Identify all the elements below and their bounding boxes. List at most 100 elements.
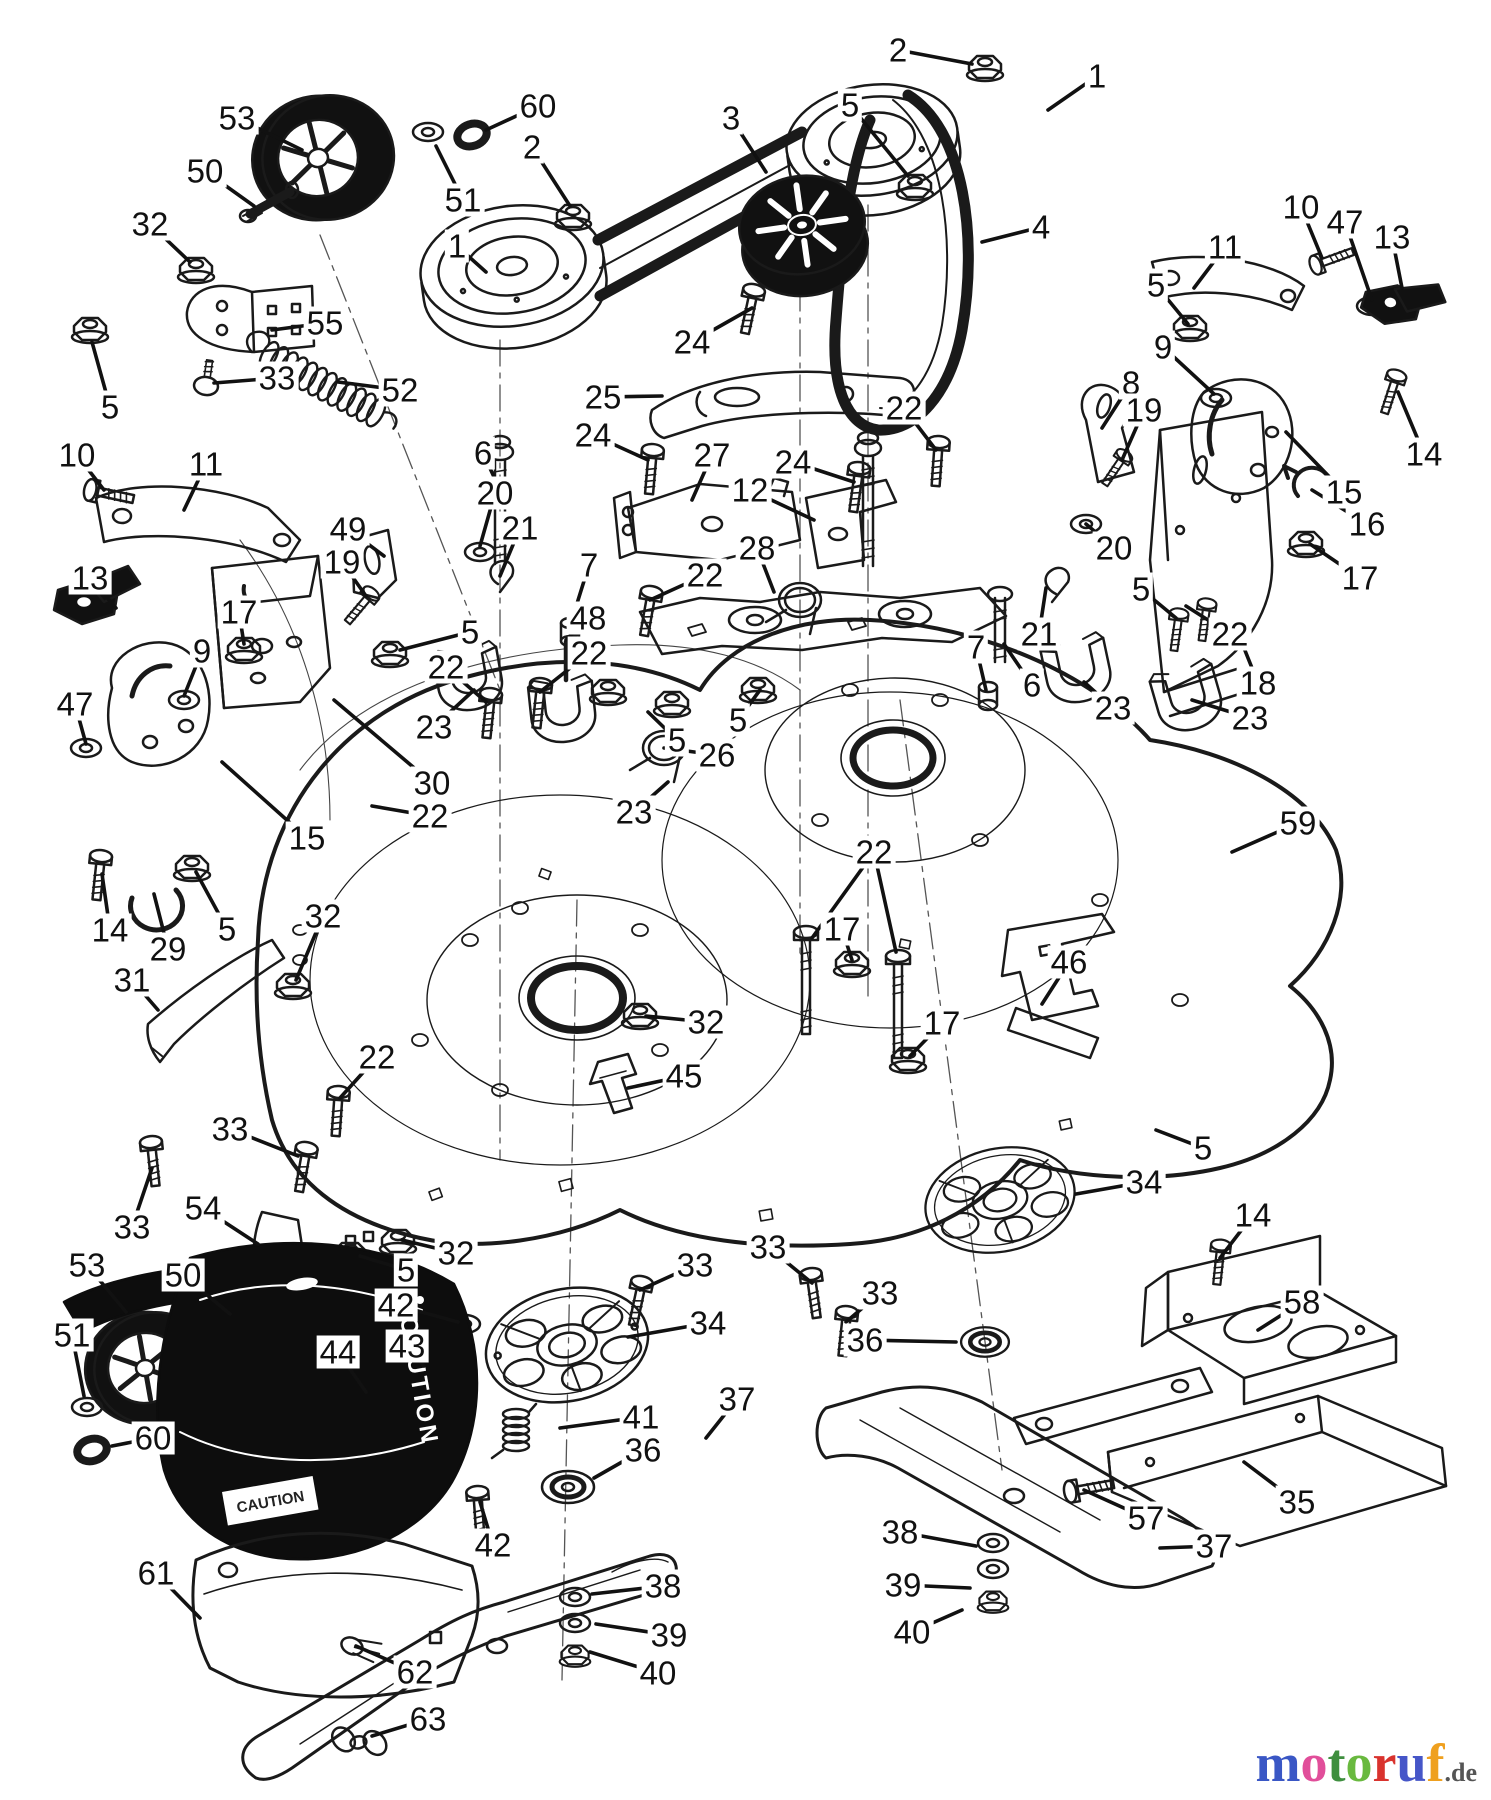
- knob-13-right: [1359, 283, 1447, 326]
- part-number-label: 25: [581, 380, 625, 414]
- support-strap: [1012, 1366, 1214, 1446]
- part-number-label: 61: [134, 1556, 178, 1590]
- part-number-label: 23: [612, 795, 656, 829]
- part-number-label: 48: [566, 601, 610, 635]
- watermark-letter: m: [1255, 1733, 1301, 1793]
- part-number-label: 34: [686, 1306, 730, 1340]
- part-number-label: 32: [128, 207, 172, 241]
- spindle-bolt-6-right: [853, 430, 883, 568]
- part-number-label: 18: [1236, 666, 1280, 700]
- part-number-label: 32: [301, 899, 345, 933]
- mandrel-34-left: [484, 1286, 650, 1404]
- part-number-label: 22: [424, 650, 468, 684]
- part-number-label: 23: [1228, 701, 1272, 735]
- watermark[interactable]: motoruf.de: [1256, 1736, 1477, 1790]
- watermark-letter: f: [1426, 1733, 1445, 1793]
- keyhole-plate-8: [1080, 383, 1136, 484]
- part-number-label: 10: [1279, 190, 1323, 224]
- deck-housing-59: [254, 617, 1344, 1248]
- watermark-suffix[interactable]: .de: [1444, 1758, 1478, 1787]
- part-number-label: 21: [1017, 617, 1061, 651]
- part-number-label: 20: [1092, 531, 1136, 565]
- part-number-label: 19: [1122, 393, 1166, 427]
- part-number-label: 44: [316, 1335, 360, 1369]
- part-number-label: 24: [771, 445, 815, 479]
- wing-nut-63: [330, 1726, 388, 1757]
- part-number-label: 22: [567, 636, 611, 670]
- idler-pulley: [737, 174, 870, 298]
- part-number-label: 35: [1275, 1485, 1319, 1519]
- part-number-label: 41: [619, 1400, 663, 1434]
- part-number-label: 60: [131, 1421, 175, 1455]
- watermark-brand[interactable]: motoruf: [1256, 1733, 1445, 1793]
- part-number-label: 5: [214, 912, 240, 946]
- part-number-label: 17: [920, 1006, 964, 1040]
- part-number-label: 32: [684, 1005, 728, 1039]
- part-number-label: 23: [1091, 691, 1135, 725]
- part-number-label: 37: [715, 1382, 759, 1416]
- part-number-label: 5: [1190, 1131, 1216, 1165]
- part-number-label: 14: [1231, 1198, 1275, 1232]
- part-number-label: 33: [673, 1248, 717, 1282]
- part-number-label: 40: [636, 1656, 680, 1690]
- part-number-label: 17: [217, 595, 261, 629]
- part-number-label: 37: [1192, 1529, 1236, 1563]
- mounting-plate-35: [1106, 1394, 1448, 1548]
- lift-arm-11-left: [94, 485, 302, 564]
- blade-37-right: [815, 1385, 1216, 1590]
- part-number-label: 14: [88, 913, 132, 947]
- part-number-label: 58: [1280, 1285, 1324, 1319]
- part-number-label: 33: [208, 1112, 252, 1146]
- part-number-label: 32: [434, 1236, 478, 1270]
- part-number-label: 11: [185, 447, 227, 481]
- part-number-label: 33: [110, 1210, 154, 1244]
- part-number-label: 29: [146, 932, 190, 966]
- part-number-label: 22: [683, 558, 727, 592]
- leader-line: [872, 850, 898, 954]
- part-number-label: 55: [303, 306, 347, 340]
- part-number-label: 39: [881, 1568, 925, 1602]
- mandrel-34-right: [924, 1146, 1076, 1254]
- part-number-label: 36: [843, 1323, 887, 1357]
- part-number-label: 50: [161, 1258, 205, 1292]
- part-number-label: 47: [1323, 205, 1367, 239]
- part-number-label: 19: [320, 545, 364, 579]
- strip-31: [146, 938, 286, 1064]
- part-number-label: 54: [181, 1191, 225, 1225]
- spindle-shaft-right: [986, 585, 1014, 664]
- leader-line: [896, 48, 974, 66]
- part-number-label: 15: [285, 821, 329, 855]
- watermark-letter: u: [1396, 1733, 1427, 1793]
- part-number-label: 33: [746, 1230, 790, 1264]
- part-number-label: 46: [1047, 945, 1091, 979]
- part-number-label: 1: [1084, 59, 1110, 93]
- clip-21-right: [1044, 566, 1071, 604]
- gauge-wheel-top: [250, 94, 396, 222]
- part-number-label: 7: [576, 548, 602, 582]
- part-number-label: 53: [65, 1248, 109, 1282]
- part-number-label: 9: [189, 634, 215, 668]
- part-number-label: 11: [1204, 230, 1246, 264]
- watermark-letter: o: [1300, 1733, 1328, 1793]
- part-number-label: 47: [53, 687, 97, 721]
- screw-33-top: [192, 359, 220, 397]
- part-number-label: 24: [670, 325, 714, 359]
- deflector-shield-61: [191, 1531, 480, 1699]
- part-number-label: 26: [695, 738, 739, 772]
- part-number-label: 1: [444, 229, 470, 263]
- part-number-label: 59: [1276, 806, 1320, 840]
- part-number-label: 5: [725, 703, 751, 737]
- part-number-label: 13: [1370, 220, 1414, 254]
- blade-housing-58: [1140, 1234, 1398, 1406]
- part-number-label: 53: [215, 101, 259, 135]
- part-number-label: 15: [1322, 475, 1366, 509]
- part-number-label: 5: [664, 723, 690, 757]
- part-number-label: 27: [690, 438, 734, 472]
- part-number-label: 22: [355, 1040, 399, 1074]
- clip-21-center: [489, 559, 515, 594]
- part-number-label: 20: [473, 476, 517, 510]
- part-number-label: 38: [878, 1515, 922, 1549]
- belt-guide-45: [588, 1052, 638, 1115]
